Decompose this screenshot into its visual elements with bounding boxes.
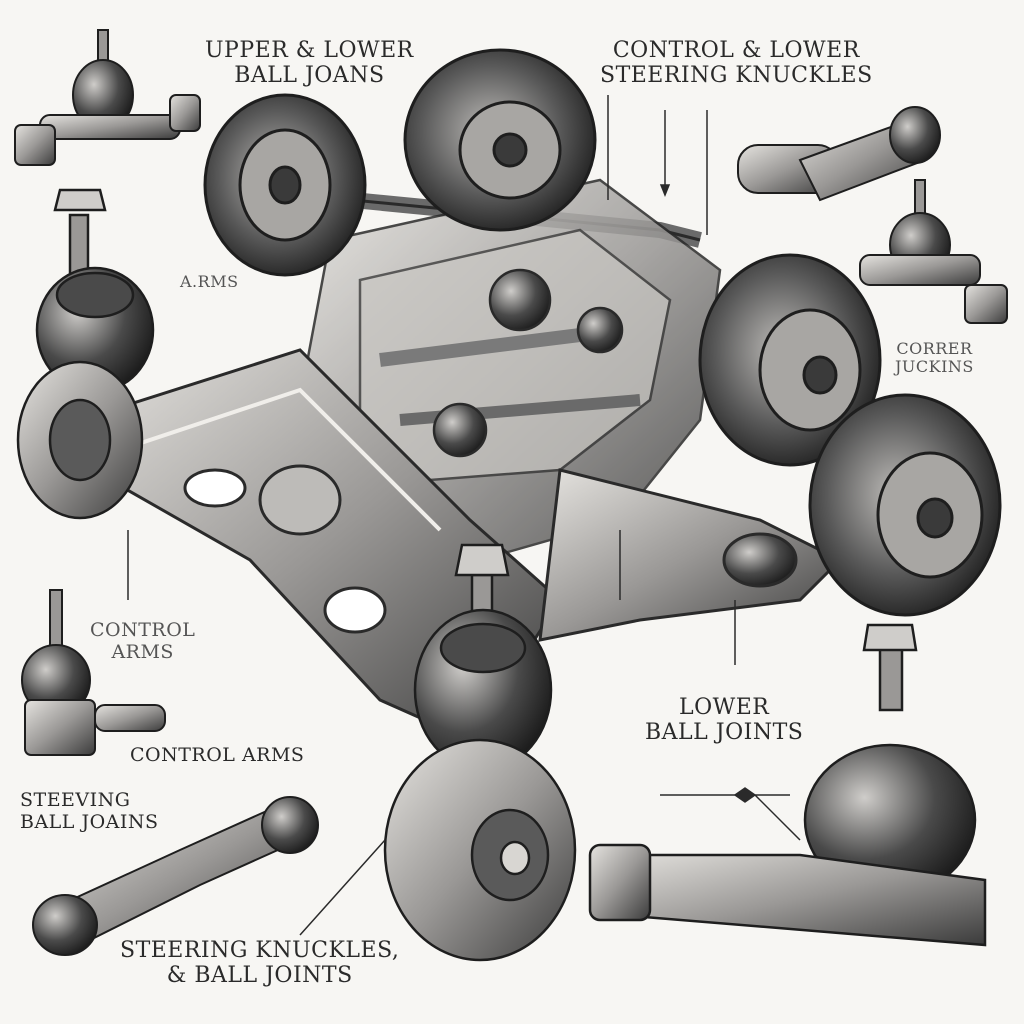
label-corrper-juckins: CORRER JUCKINS (895, 339, 974, 377)
label-line: BALL JOINTS (645, 720, 804, 746)
tie-rod-end-top-left (14, 29, 201, 166)
sway-link-top-right (737, 106, 941, 202)
label-line: STEERING KNUCKLES, (120, 938, 400, 963)
label-control-arms-left: CONTROL ARMS (90, 619, 196, 664)
center-ball-joint (383, 543, 577, 962)
wheel-rear-right (403, 48, 597, 232)
label-line: UPPER & LOWER (205, 38, 414, 63)
stabilizer-link-bottom-left (32, 796, 319, 956)
label-arms: A.RMS (180, 272, 239, 291)
label-lower-ball-joints: LOWER BALL JOINTS (645, 695, 803, 746)
label-line: BALL JOANS (234, 63, 385, 89)
ball-joint-right-small (859, 179, 1008, 324)
label-upper-lower-ball-joints: UPPER & LOWER BALL JOANS (205, 38, 414, 89)
label-steering-knuckles-ball-joints: STEERING KNUCKLES, & BALL JOINTS (120, 938, 399, 989)
wheel-front-right (808, 393, 1002, 617)
label-line: CONTROL (90, 619, 196, 641)
right-lower-control-arm (538, 468, 843, 642)
label-line: STEERING KNUCKLES (600, 63, 873, 89)
label-line: JUCKINS (895, 357, 974, 377)
label-line: CORRER (896, 339, 973, 358)
label-line: STEEVING (20, 789, 131, 811)
wheel-rear-left (203, 93, 367, 277)
leader-lines (127, 95, 801, 936)
label-control-arms-bottom: CONTROL ARMS (130, 744, 305, 766)
ball-joint-left-small (21, 589, 166, 756)
label-line: & BALL JOINTS (166, 963, 353, 989)
label-line: CONTROL & LOWER (612, 38, 860, 63)
label-line: LOWER (678, 695, 770, 720)
label-steeving-ball-joains: STEEVING BALL JOAINS (20, 789, 159, 834)
left-ball-joint (16, 188, 155, 520)
label-line: BALL JOAINS (20, 810, 159, 833)
wheel-middle-right (698, 253, 882, 467)
label-line: ARMS (111, 640, 174, 663)
ball-joint-bottom-right (588, 623, 987, 947)
label-control-steering-knuckles: CONTROL & LOWER STEERING KNUCKLES (600, 38, 873, 89)
